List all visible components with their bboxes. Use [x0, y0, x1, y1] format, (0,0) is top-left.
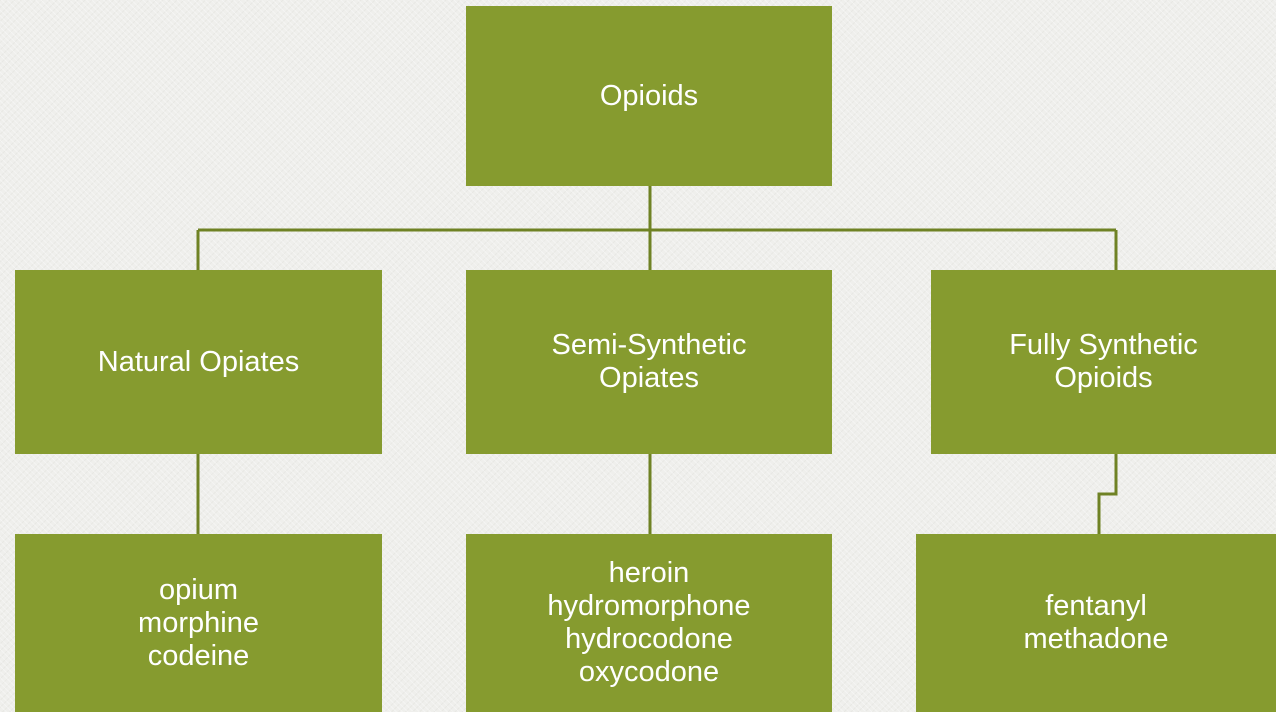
node-semi-synthetic-opiates: Semi-Synthetic Opiates [466, 270, 832, 454]
node-semi-synthetic-examples: heroin hydromorphone hydrocodone oxycodo… [466, 534, 832, 712]
natural-opiates-examples-text: opium morphine codeine [138, 573, 259, 672]
node-natural-opiates: Natural Opiates [15, 270, 382, 454]
node-natural-opiates-label: Natural Opiates [97, 345, 300, 378]
node-natural-opiates-examples: opium morphine codeine [15, 534, 382, 712]
node-opioids: Opioids [466, 6, 832, 186]
node-opioids-label: Opioids [599, 79, 699, 112]
node-fully-synthetic-opioids: Fully Synthetic Opioids [931, 270, 1276, 454]
node-fully-synthetic-opioids-label: Fully Synthetic Opioids [1009, 329, 1198, 394]
node-fully-synthetic-examples: fentanyl methadone [916, 534, 1276, 712]
semi-synthetic-examples-text: heroin hydromorphone hydrocodone oxycodo… [547, 557, 751, 688]
node-semi-synthetic-opiates-label: Semi-Synthetic Opiates [551, 329, 747, 394]
connector-full-to-examples [1097, 454, 1118, 534]
fully-synthetic-examples-text: fentanyl methadone [1023, 590, 1169, 655]
